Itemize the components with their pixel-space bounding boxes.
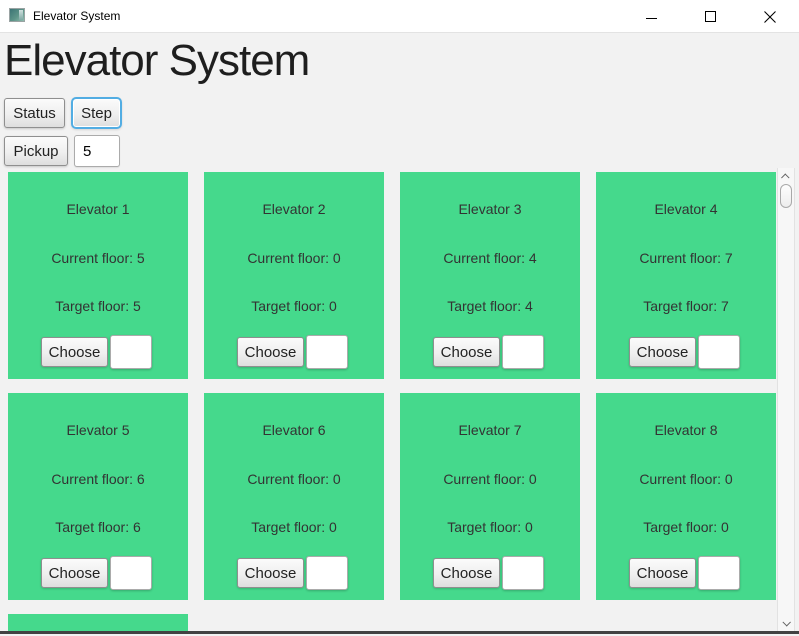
target-floor-label: Target floor: 4 <box>447 298 533 314</box>
title-bar: Elevator System <box>0 0 799 33</box>
choose-button[interactable]: Choose <box>433 558 500 588</box>
target-floor-label: Target floor: 6 <box>55 519 141 535</box>
elevator-title: Elevator 8 <box>654 422 718 438</box>
vertical-scrollbar[interactable] <box>777 168 795 631</box>
minimize-button[interactable] <box>622 0 681 33</box>
elevator-card-2: Elevator 2 Current floor: 0 Target floor… <box>204 172 384 379</box>
elevator-title: Elevator 1 <box>66 201 130 217</box>
scroll-up-button[interactable] <box>778 169 794 184</box>
choose-button[interactable]: Choose <box>237 337 304 367</box>
elevator-scroll-area: Elevator 1 Current floor: 5 Target floor… <box>0 168 799 631</box>
minimize-icon <box>646 18 657 19</box>
elevator-title: Elevator 7 <box>458 422 522 438</box>
window-title: Elevator System <box>33 9 121 23</box>
target-floor-input[interactable] <box>698 335 740 369</box>
elevator-title: Elevator 6 <box>262 422 326 438</box>
elevator-title: Elevator 5 <box>66 422 130 438</box>
target-floor-input[interactable] <box>502 556 544 590</box>
elevator-grid: Elevator 1 Current floor: 5 Target floor… <box>8 172 776 631</box>
maximize-button[interactable] <box>681 0 740 33</box>
target-floor-label: Target floor: 0 <box>251 298 337 314</box>
elevator-title: Elevator 2 <box>262 201 326 217</box>
target-floor-label: Target floor: 0 <box>643 519 729 535</box>
elevator-card-3: Elevator 3 Current floor: 4 Target floor… <box>400 172 580 379</box>
current-floor-label: Current floor: 0 <box>639 471 733 487</box>
elevator-card-7: Elevator 7 Current floor: 0 Target floor… <box>400 393 580 600</box>
chevron-up-icon <box>781 172 790 182</box>
choose-button[interactable]: Choose <box>629 337 696 367</box>
current-floor-label: Current floor: 0 <box>443 471 537 487</box>
elevator-row-1: Elevator 1 Current floor: 5 Target floor… <box>8 172 776 379</box>
target-floor-label: Target floor: 0 <box>251 519 337 535</box>
choose-button[interactable]: Choose <box>433 337 500 367</box>
current-floor-label: Current floor: 5 <box>51 250 145 266</box>
choose-button[interactable]: Choose <box>41 558 108 588</box>
choose-button[interactable]: Choose <box>41 337 108 367</box>
elevator-card-partial <box>8 614 188 631</box>
current-floor-label: Current floor: 7 <box>639 250 733 266</box>
status-button[interactable]: Status <box>4 98 65 128</box>
elevator-card-6: Elevator 6 Current floor: 0 Target floor… <box>204 393 384 600</box>
target-floor-label: Target floor: 7 <box>643 298 729 314</box>
window-bottom-border <box>0 631 799 634</box>
target-floor-input[interactable] <box>110 335 152 369</box>
current-floor-label: Current floor: 6 <box>51 471 145 487</box>
target-floor-input[interactable] <box>502 335 544 369</box>
elevator-card-8: Elevator 8 Current floor: 0 Target floor… <box>596 393 776 600</box>
pickup-floor-input[interactable] <box>74 135 120 167</box>
close-button[interactable] <box>740 0 799 33</box>
elevator-row-3 <box>8 614 776 631</box>
elevator-card-1: Elevator 1 Current floor: 5 Target floor… <box>8 172 188 379</box>
target-floor-input[interactable] <box>110 556 152 590</box>
target-floor-input[interactable] <box>306 335 348 369</box>
window-controls <box>622 0 799 33</box>
elevator-card-5: Elevator 5 Current floor: 6 Target floor… <box>8 393 188 600</box>
chevron-down-icon <box>782 617 791 627</box>
current-floor-label: Current floor: 0 <box>247 471 341 487</box>
target-floor-input[interactable] <box>306 556 348 590</box>
target-floor-label: Target floor: 5 <box>55 298 141 314</box>
choose-button[interactable]: Choose <box>629 558 696 588</box>
current-floor-label: Current floor: 0 <box>247 250 341 266</box>
scroll-down-button[interactable] <box>778 615 794 630</box>
target-floor-input[interactable] <box>698 556 740 590</box>
choose-button[interactable]: Choose <box>237 558 304 588</box>
page-title: Elevator System <box>4 36 310 85</box>
step-button[interactable]: Step <box>71 97 122 129</box>
elevator-card-4: Elevator 4 Current floor: 7 Target floor… <box>596 172 776 379</box>
close-icon <box>763 10 776 23</box>
pickup-button[interactable]: Pickup <box>4 136 68 166</box>
elevator-title: Elevator 4 <box>654 201 718 217</box>
maximize-icon <box>705 11 716 22</box>
target-floor-label: Target floor: 0 <box>447 519 533 535</box>
elevator-title: Elevator 3 <box>458 201 522 217</box>
current-floor-label: Current floor: 4 <box>443 250 537 266</box>
app-window-icon <box>9 8 25 22</box>
main-content: Elevator System Status Step Pickup Eleva… <box>0 34 799 636</box>
elevator-row-2: Elevator 5 Current floor: 6 Target floor… <box>8 393 776 600</box>
scrollbar-thumb[interactable] <box>780 184 792 208</box>
